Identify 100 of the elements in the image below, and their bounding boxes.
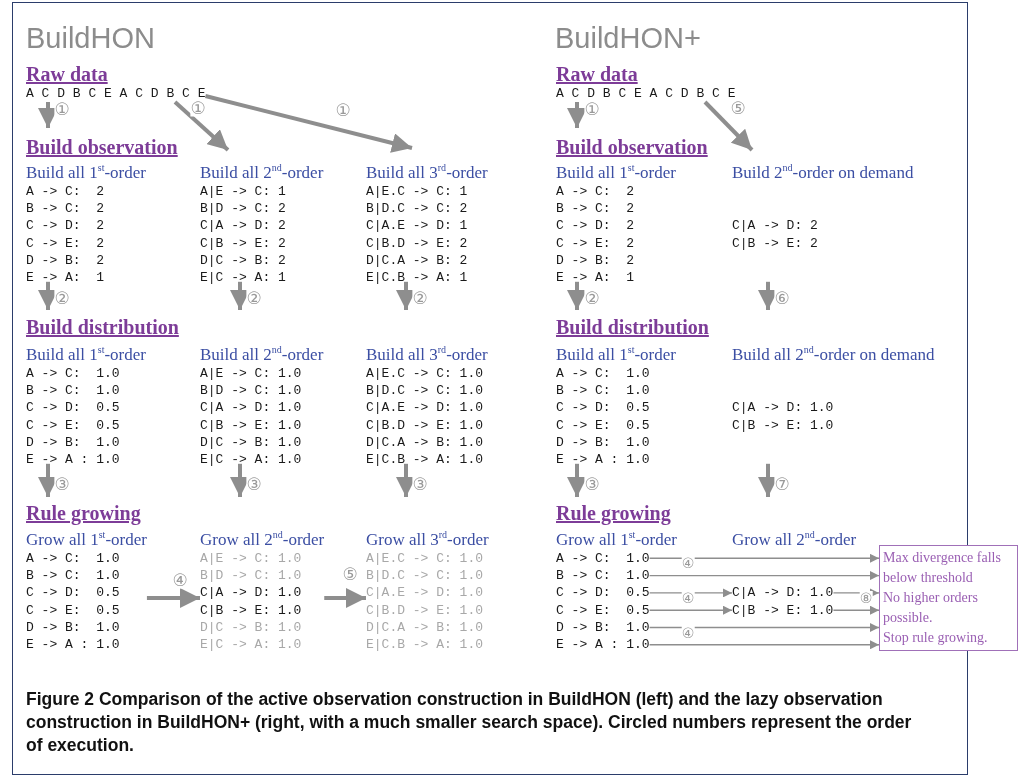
section-heading: Build distribution — [556, 316, 709, 338]
rule-row: C|B -> E: 2 — [732, 234, 818, 252]
rule-row: E|C.B -> A: 1 — [366, 269, 468, 287]
rule-row: B -> C: 2 — [556, 199, 634, 218]
sequence-text: A C D B C E A C D B C E — [556, 86, 736, 102]
rule-row: C|B -> E: 2 — [200, 234, 286, 252]
rule-row: C -> E: 2 — [556, 234, 634, 252]
column-heading: Grow all 2$^{nd}$-order — [200, 528, 325, 550]
step-number: ④ — [681, 626, 695, 640]
rule-row: D|C.A -> B: 1.0 — [366, 433, 484, 452]
rule-row: E -> A : 1.0 — [26, 636, 120, 654]
rule-row: A|E -> C: 1.0 — [200, 364, 302, 382]
rule-row: B|D.C -> C: 1.0 — [366, 566, 484, 585]
section-heading: Rule growing — [26, 502, 141, 524]
arrow — [324, 588, 366, 608]
step-number: ⑤ — [342, 565, 358, 583]
rule-row: A -> C: 1.0 — [556, 364, 650, 382]
rule-row: A|E.C -> C: 1.0 — [366, 549, 484, 567]
rule-row: C|A -> D: 2 — [200, 217, 286, 235]
rule-row: A|E.C -> C: 1.0 — [366, 364, 484, 382]
rule-row: C -> E: 0.5 — [26, 601, 120, 619]
arrow — [648, 553, 880, 563]
rule-row: D|C.A -> B: 2 — [366, 251, 468, 270]
rule-row: E|C -> A: 1.0 — [200, 636, 302, 654]
rule-row: C|B -> E: 1.0 — [200, 416, 302, 434]
arrow — [146, 588, 200, 608]
step-number: ⑥ — [774, 289, 790, 307]
rule-row: A|E.C -> C: 1 — [366, 182, 468, 200]
rule-row: C|A.E -> D: 1.0 — [366, 584, 484, 602]
rule-row: C|A -> D: 1.0 — [732, 584, 834, 602]
column-heading: Build all 2$^{nd}$-order on demand — [732, 343, 935, 365]
rule-row: E|C -> A: 1 — [200, 269, 286, 287]
rule-row: A -> C: 2 — [556, 182, 634, 200]
rule-row: E|C.B -> A: 1.0 — [366, 636, 484, 654]
step-number: ⑤ — [730, 99, 746, 117]
rule-row: D|C.A -> B: 1.0 — [366, 618, 484, 637]
section-heading: Raw data — [556, 63, 638, 85]
step-number: ③ — [246, 475, 262, 493]
step-number: ① — [54, 100, 70, 118]
column-heading: Grow all 3$^{rd}$-order — [366, 528, 489, 550]
arrow — [648, 623, 880, 632]
rule-row: E -> A : 1.0 — [556, 451, 650, 469]
rule-row: A -> C: 1.0 — [26, 549, 120, 567]
rule-row: C|A -> D: 1.0 — [732, 399, 834, 417]
rule-row: B -> C: 1.0 — [556, 566, 650, 585]
column-heading: Grow all 1$^{st}$-order — [26, 528, 147, 550]
note-box — [879, 545, 1018, 651]
step-number: ② — [412, 289, 428, 307]
rule-row: C -> D: 0.5 — [556, 399, 650, 417]
rule-row: B|D.C -> C: 2 — [366, 199, 468, 218]
rule-row: B -> C: 1.0 — [26, 566, 120, 585]
rule-row: B|D.C -> C: 1.0 — [366, 381, 484, 400]
column-heading: Build all 1$^{st}$-order — [556, 343, 676, 365]
rule-row: C|B -> E: 1.0 — [200, 601, 302, 619]
rule-row: D|C -> B: 2 — [200, 251, 286, 270]
note-text: No higher orders possible. — [883, 589, 979, 627]
rule-row: A|E -> C: 1 — [200, 182, 286, 200]
rule-row: D -> B: 1.0 — [26, 433, 120, 452]
panel-title: BuildHON+ — [555, 22, 701, 55]
column-heading: Build all 1$^{st}$-order — [556, 161, 676, 183]
step-number: ③ — [584, 475, 600, 493]
rule-row: C -> E: 0.5 — [556, 601, 650, 619]
rule-row: E|C.B -> A: 1.0 — [366, 451, 484, 469]
rule-row: C|A.E -> D: 1 — [366, 217, 468, 235]
column-heading: Build all 2$^{nd}$-order — [200, 161, 324, 183]
rule-row: C -> D: 2 — [26, 217, 104, 235]
rule-row: D -> B: 1.0 — [556, 433, 650, 452]
rule-row: C -> D: 0.5 — [26, 399, 120, 417]
rule-row: C|A -> D: 2 — [732, 217, 818, 235]
rule-row: B -> C: 1.0 — [556, 381, 650, 400]
rule-row: C -> D: 0.5 — [26, 584, 120, 602]
rule-row: C|B.D -> E: 1.0 — [366, 601, 484, 619]
rule-row: A -> C: 1.0 — [26, 364, 120, 382]
column-heading: Build 2$^{nd}$-order on demand — [732, 161, 914, 183]
arrow — [204, 94, 413, 153]
arrow — [567, 281, 587, 310]
note-text: Max divergence falls below threshold — [883, 549, 1002, 587]
rule-row: C -> E: 2 — [26, 234, 104, 252]
column-heading: Build all 3$^{rd}$-order — [366, 161, 488, 183]
rule-row: C|B -> E: 1.0 — [732, 416, 834, 434]
rule-row: D|C -> B: 1.0 — [200, 618, 302, 637]
section-heading: Build observation — [556, 136, 708, 158]
rule-row: C|A.E -> D: 1.0 — [366, 399, 484, 417]
rule-row: D -> B: 1.0 — [556, 618, 650, 637]
step-number: ④ — [681, 591, 695, 605]
rule-row: B -> C: 1.0 — [26, 381, 120, 400]
section-heading: Raw data — [26, 63, 108, 85]
step-number: ③ — [54, 475, 70, 493]
column-heading: Build all 3$^{rd}$-order — [366, 343, 488, 365]
section-heading: Build distribution — [26, 316, 179, 338]
rule-row: B|D -> C: 1.0 — [200, 381, 302, 400]
column-heading: Grow all 1$^{st}$-order — [556, 528, 677, 550]
step-number: ② — [246, 289, 262, 307]
arrow — [703, 100, 754, 152]
arrow — [567, 463, 587, 497]
rule-row: C|B -> E: 1.0 — [732, 601, 834, 619]
rule-row: B|D -> C: 1.0 — [200, 566, 302, 585]
section-heading: Build observation — [26, 136, 178, 158]
rule-row: C|B.D -> E: 2 — [366, 234, 468, 252]
rule-row: E -> A : 1.0 — [556, 636, 650, 654]
